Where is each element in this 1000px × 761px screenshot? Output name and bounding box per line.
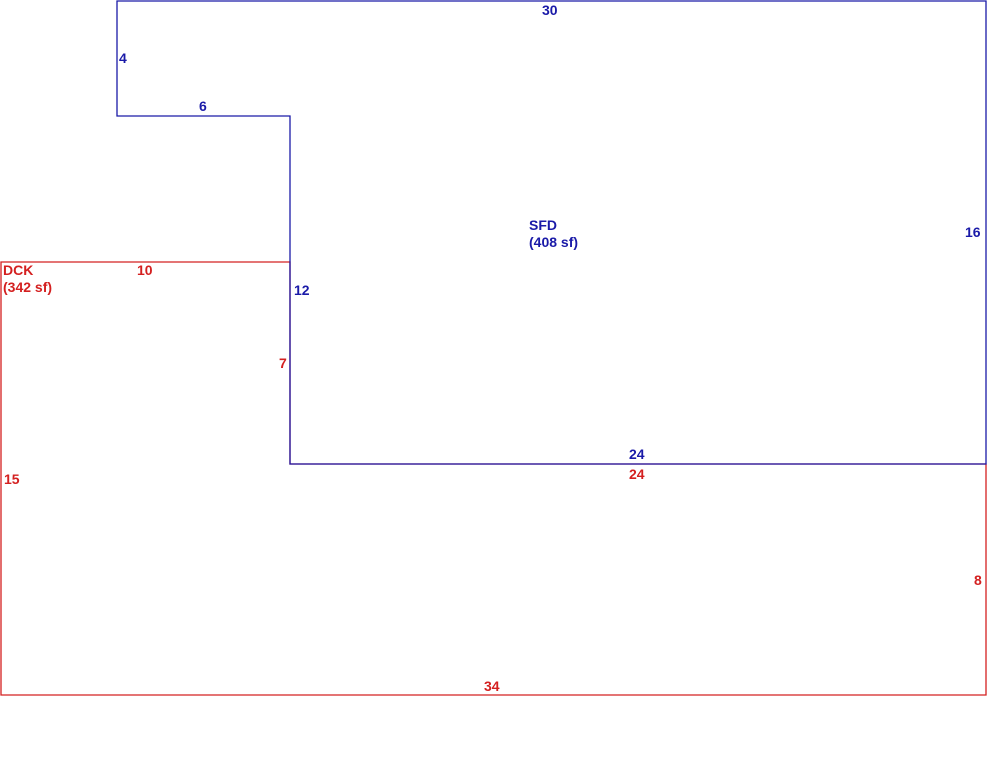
dck-dim-top: 10 [137, 262, 153, 278]
sfd-dim-right: 16 [965, 224, 981, 240]
sfd-dim-left-lower: 12 [294, 282, 310, 298]
dck-dim-right: 8 [974, 572, 982, 588]
dck-dim-inner-horizontal: 24 [629, 466, 645, 482]
sfd-outline [116, 0, 987, 465]
sfd-name-label: SFD [529, 217, 557, 233]
sfd-area-label: (408 sf) [529, 234, 578, 250]
dck-dim-bottom: 34 [484, 678, 500, 694]
dck-dim-inner-vertical: 7 [279, 355, 287, 371]
sfd-dim-left-upper: 4 [119, 50, 127, 66]
dck-area-label: (342 sf) [3, 279, 52, 295]
sfd-dim-step-horizontal: 6 [199, 98, 207, 114]
dck-outline [0, 261, 987, 696]
sfd-dim-bottom: 24 [629, 446, 645, 462]
sfd-dim-top: 30 [542, 2, 558, 18]
dck-dim-left: 15 [4, 471, 20, 487]
dck-name-label: DCK [3, 262, 33, 278]
